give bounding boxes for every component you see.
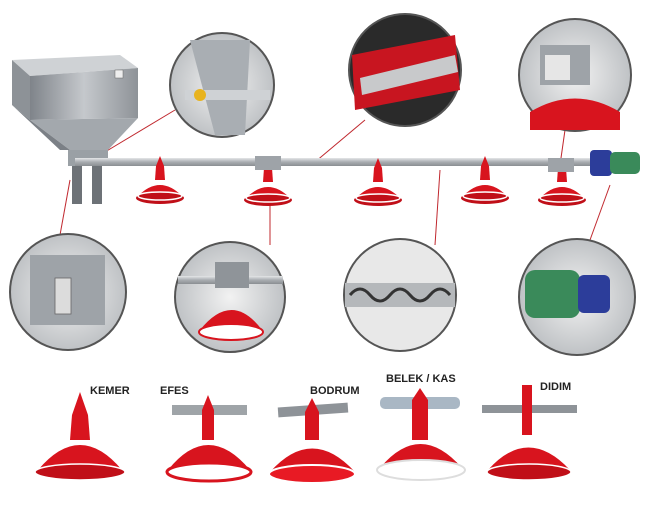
product-label: BELEK / KAS bbox=[386, 373, 456, 385]
product-label: EFES bbox=[160, 385, 189, 397]
detail-motor bbox=[518, 238, 636, 356]
sensor-box bbox=[255, 156, 281, 170]
leader-lines bbox=[59, 109, 611, 246]
product-label: KEMER bbox=[90, 385, 130, 397]
product-efes: EFES bbox=[160, 385, 253, 483]
drive-motor bbox=[590, 150, 640, 176]
detail-sensor bbox=[518, 18, 632, 132]
sensor-box bbox=[548, 158, 574, 172]
detail-hopper-outlet bbox=[169, 32, 275, 138]
detail-feeder-pan bbox=[174, 241, 286, 353]
product-label: BODRUM bbox=[310, 385, 360, 397]
line-feeders bbox=[135, 155, 587, 207]
detail-auger-pipe bbox=[348, 13, 462, 127]
detail-hopper-latch bbox=[9, 233, 127, 351]
product-kemer: KEMER bbox=[34, 385, 130, 481]
product-label: DIDIM bbox=[540, 381, 571, 393]
feed-hopper bbox=[12, 55, 138, 204]
product-bodrum: BODRUM bbox=[268, 385, 360, 484]
feed-pipe bbox=[75, 158, 605, 166]
product-belek-kas: BELEK / KAS bbox=[376, 373, 466, 481]
detail-auger-spiral bbox=[343, 238, 457, 352]
product-didim: DIDIM bbox=[482, 381, 577, 481]
